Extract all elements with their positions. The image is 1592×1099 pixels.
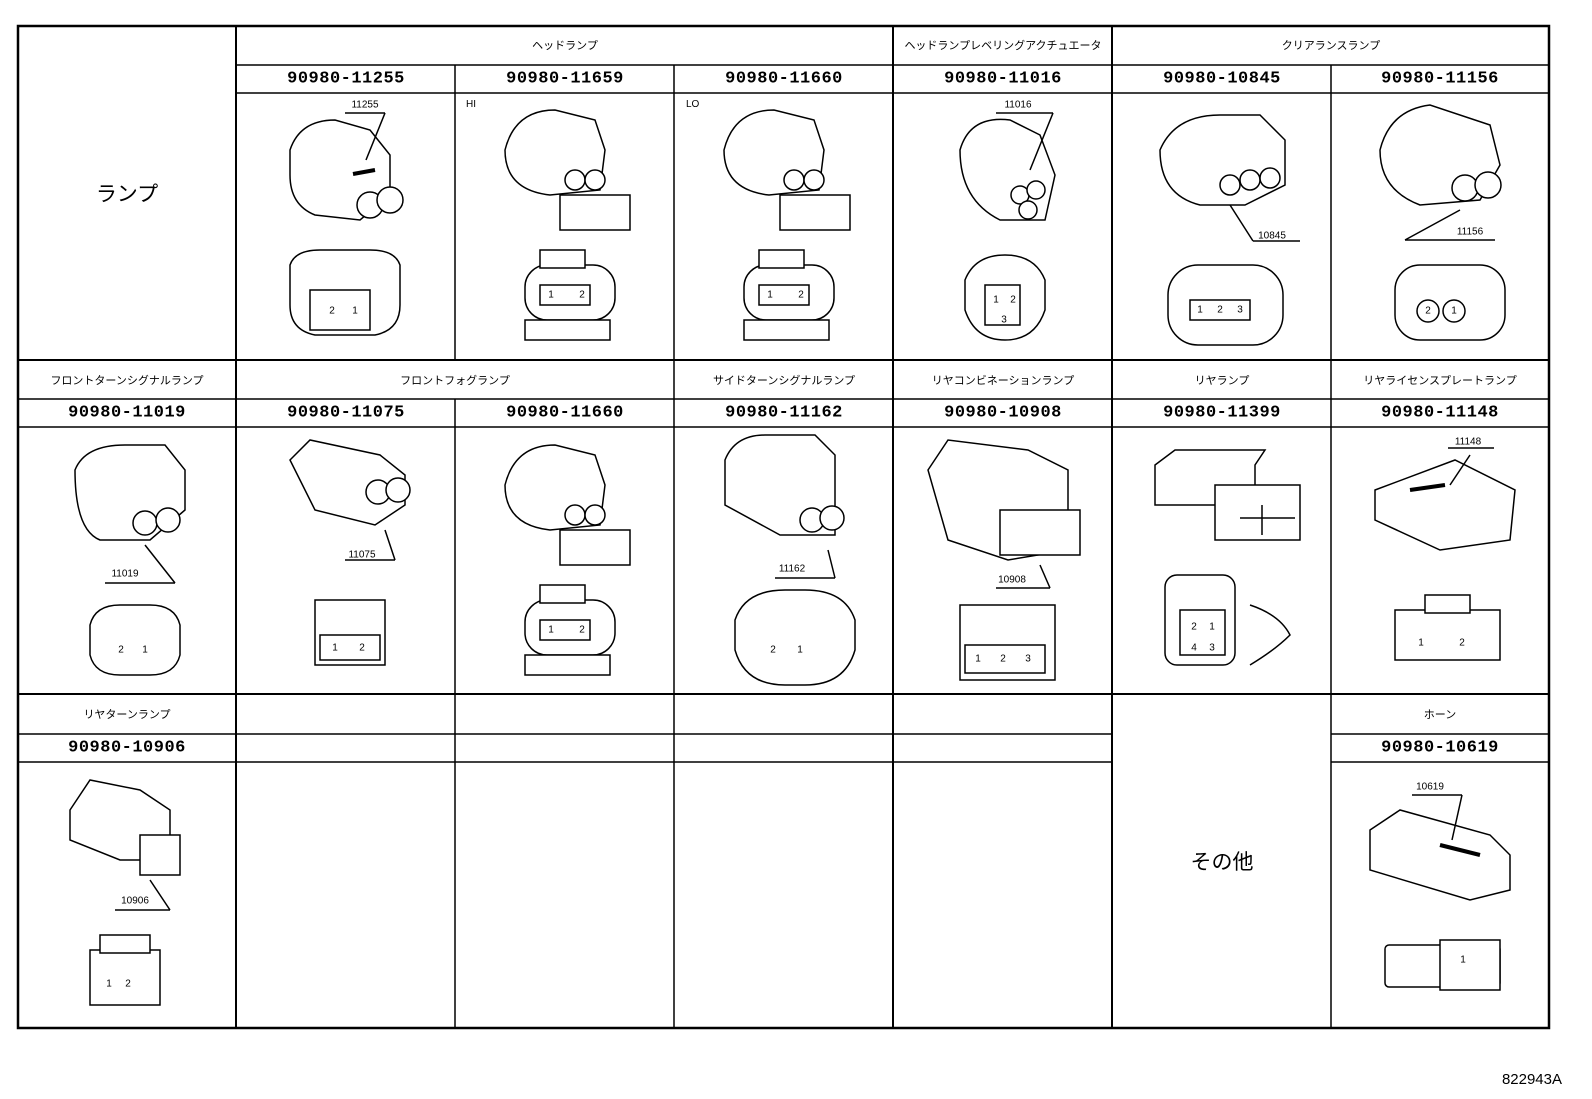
pin-label: 1 bbox=[993, 294, 999, 306]
pin-label: 3 bbox=[1209, 642, 1215, 654]
pin-label: 2 bbox=[1010, 294, 1016, 306]
header-rear-license: リヤライセンスプレートランプ bbox=[1363, 374, 1517, 387]
pin-label: 1 bbox=[142, 644, 148, 656]
part-number: 90980-10619 bbox=[1381, 738, 1499, 758]
part-number: 90980-11156 bbox=[1381, 69, 1499, 89]
pin-label: 4 bbox=[1191, 642, 1197, 654]
connector-11659-drawing bbox=[504, 109, 631, 341]
pin-label: 2 bbox=[770, 644, 776, 656]
header-headlamp: ヘッドランプ bbox=[532, 39, 598, 52]
callout-label: 11019 bbox=[111, 568, 139, 580]
pin-label: 1 bbox=[1451, 305, 1457, 317]
connector-11148-drawing bbox=[1374, 447, 1516, 661]
pin-label: 1 bbox=[352, 305, 358, 317]
pin-label: 2 bbox=[329, 305, 335, 317]
callout-label: 11156 bbox=[1456, 226, 1484, 238]
callout-label: 10906 bbox=[121, 895, 149, 907]
callout-label: 11148 bbox=[1454, 436, 1482, 448]
pin-label: 2 bbox=[1191, 621, 1197, 633]
connector-10619-drawing bbox=[1369, 794, 1511, 991]
part-number: 90980-11660 bbox=[506, 403, 624, 423]
connector-11162-drawing bbox=[724, 434, 856, 686]
part-number: 90980-11019 bbox=[68, 403, 186, 423]
callout-label: 11162 bbox=[778, 563, 806, 575]
connector-10908-drawing bbox=[927, 439, 1081, 681]
document-id: 822943A bbox=[1501, 1071, 1562, 1088]
part-number: 90980-11399 bbox=[1163, 403, 1281, 423]
category-lamp: ランプ bbox=[95, 182, 159, 206]
pin-label: 2 bbox=[1459, 637, 1465, 649]
pin-label: 2 bbox=[579, 289, 585, 301]
part-number: 90980-11148 bbox=[1381, 403, 1499, 423]
pin-label: 2 bbox=[798, 289, 804, 301]
connector-10845-drawing bbox=[1159, 114, 1300, 346]
part-number: 90980-10908 bbox=[944, 403, 1062, 423]
pin-label: 1 bbox=[975, 653, 981, 665]
pin-label: 2 bbox=[579, 624, 585, 636]
part-number: 90980-11162 bbox=[725, 403, 843, 423]
callout-label: 11075 bbox=[348, 549, 376, 561]
connector-11016-drawing bbox=[959, 112, 1056, 341]
part-number: 90980-10845 bbox=[1163, 69, 1281, 89]
header-side-turn: サイドターンシグナルランプ bbox=[712, 374, 856, 387]
pin-label: 3 bbox=[1025, 653, 1031, 665]
pin-label: 1 bbox=[106, 978, 112, 990]
header-rear-lamp: リヤランプ bbox=[1194, 374, 1250, 387]
pin-label: 1 bbox=[548, 624, 554, 636]
connector-11660b-drawing bbox=[504, 444, 631, 676]
part-number: 90980-10906 bbox=[68, 738, 186, 758]
pin-label: 2 bbox=[118, 644, 124, 656]
connector-11660-drawing bbox=[723, 109, 851, 341]
part-number: 90980-11255 bbox=[287, 69, 405, 89]
header-rear-combination: リヤコンビネーションランプ bbox=[931, 374, 1075, 387]
pin-label: 1 bbox=[332, 642, 338, 654]
part-number: 90980-11075 bbox=[287, 403, 405, 423]
connector-11399-drawing bbox=[1154, 449, 1301, 666]
pin-label: 2 bbox=[1217, 304, 1223, 316]
pin-label: 1 bbox=[1460, 954, 1466, 966]
pin-label: 3 bbox=[1001, 314, 1007, 326]
connector-11075-drawing bbox=[289, 439, 411, 666]
callout-label: 10908 bbox=[998, 574, 1026, 586]
note-lo: LO bbox=[686, 99, 700, 110]
pin-label: 1 bbox=[548, 289, 554, 301]
pin-label: 2 bbox=[1425, 305, 1431, 317]
callout-label: 10845 bbox=[1258, 230, 1286, 242]
pin-label: 1 bbox=[1209, 621, 1215, 633]
pin-label: 1 bbox=[1418, 637, 1424, 649]
header-horn: ホーン bbox=[1423, 708, 1457, 721]
pin-label: 2 bbox=[359, 642, 365, 654]
header-rear-turn: リヤターンランプ bbox=[83, 708, 171, 721]
pin-label: 2 bbox=[125, 978, 131, 990]
pin-label: 1 bbox=[767, 289, 773, 301]
callout-label: 10619 bbox=[1416, 781, 1444, 793]
connector-11019-drawing bbox=[74, 444, 186, 676]
part-number: 90980-11660 bbox=[725, 69, 843, 89]
part-number: 90980-11016 bbox=[944, 69, 1062, 89]
header-headlamp-leveling: ヘッドランプレベリングアクチュエータ bbox=[904, 39, 1102, 52]
pin-label: 1 bbox=[797, 644, 803, 656]
header-front-fog: フロントフォグランプ bbox=[400, 374, 510, 387]
pin-label: 1 bbox=[1197, 304, 1203, 316]
header-clearance: クリアランスランプ bbox=[1281, 39, 1381, 52]
pin-label: 3 bbox=[1237, 304, 1243, 316]
connector-10906-drawing bbox=[69, 779, 181, 1006]
note-hi: HI bbox=[466, 99, 476, 110]
header-front-turn: フロントターンシグナルランプ bbox=[50, 374, 204, 387]
connector-11255-drawing bbox=[289, 112, 404, 336]
category-other: その他 bbox=[1190, 850, 1254, 874]
callout-label: 11016 bbox=[1004, 99, 1032, 111]
connector-11156-drawing bbox=[1379, 104, 1506, 341]
pin-label: 2 bbox=[1000, 653, 1006, 665]
part-number: 90980-11659 bbox=[506, 69, 624, 89]
callout-label: 11255 bbox=[351, 99, 379, 111]
